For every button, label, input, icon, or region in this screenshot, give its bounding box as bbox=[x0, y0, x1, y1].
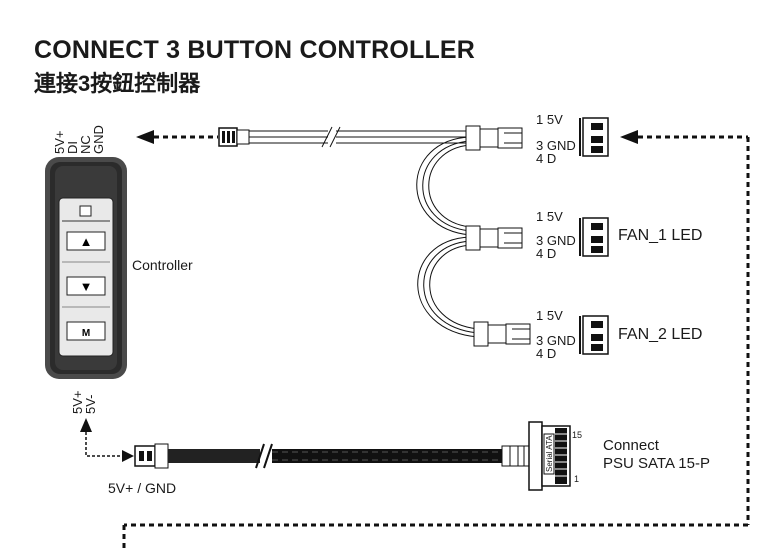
hub3-pin-4: 4 D bbox=[536, 346, 557, 361]
controller-data-arrow bbox=[136, 130, 218, 144]
page-title: CONNECT 3 BUTTON CONTROLLER bbox=[34, 36, 476, 64]
hub3-pin-1: 1 5V bbox=[536, 308, 563, 323]
hub-connector-1 bbox=[465, 117, 609, 157]
sata-label-line2: PSU SATA 15-P bbox=[603, 455, 710, 472]
sata-pin-1: 1 bbox=[574, 474, 580, 484]
down-button-label: ▼ bbox=[80, 279, 93, 294]
fan2-led-label: FAN_2 LED bbox=[618, 326, 703, 343]
mode-button-label: M bbox=[82, 328, 90, 339]
power-connector-label: 5V+ / GND bbox=[108, 480, 177, 496]
sata-pin-15: 15 bbox=[572, 430, 583, 440]
page-title-chinese: 連接3按鈕控制器 bbox=[34, 71, 201, 96]
sata-power-cable bbox=[134, 421, 571, 491]
sata-connector-text: Serial ATA bbox=[545, 435, 554, 472]
sata-label-line1: Connect bbox=[603, 437, 659, 454]
controller-label: Controller bbox=[132, 257, 193, 273]
hub-connector-3 bbox=[473, 315, 609, 355]
down-button[interactable] bbox=[66, 276, 106, 296]
controller-cable-plug bbox=[218, 126, 466, 148]
hub-connector-2 bbox=[465, 217, 609, 257]
mode-button[interactable] bbox=[66, 321, 106, 341]
hub1-pin-4: 4 D bbox=[536, 151, 557, 166]
up-button[interactable] bbox=[66, 231, 106, 251]
hub1-pin-1: 1 5V bbox=[536, 112, 563, 127]
controller-pin-gnd: GND bbox=[91, 125, 106, 154]
controller-bottom-pin-5v-minus: 5V- bbox=[83, 394, 98, 414]
hub-loop-wires bbox=[416, 136, 479, 338]
controller-power-arrow bbox=[80, 418, 134, 462]
hub1-pin-3: 3 GND bbox=[536, 138, 576, 153]
up-button-label: ▲ bbox=[80, 234, 93, 249]
controller-device: ▲ ▼ M bbox=[45, 157, 127, 379]
return-dashed-line bbox=[122, 130, 750, 550]
hub2-pin-1: 1 5V bbox=[536, 209, 563, 224]
hub2-pin-4: 4 D bbox=[536, 246, 557, 261]
hub2-pin-3: 3 GND bbox=[536, 233, 576, 248]
fan1-led-label: FAN_1 LED bbox=[618, 227, 703, 244]
hub3-pin-3: 3 GND bbox=[536, 333, 576, 348]
